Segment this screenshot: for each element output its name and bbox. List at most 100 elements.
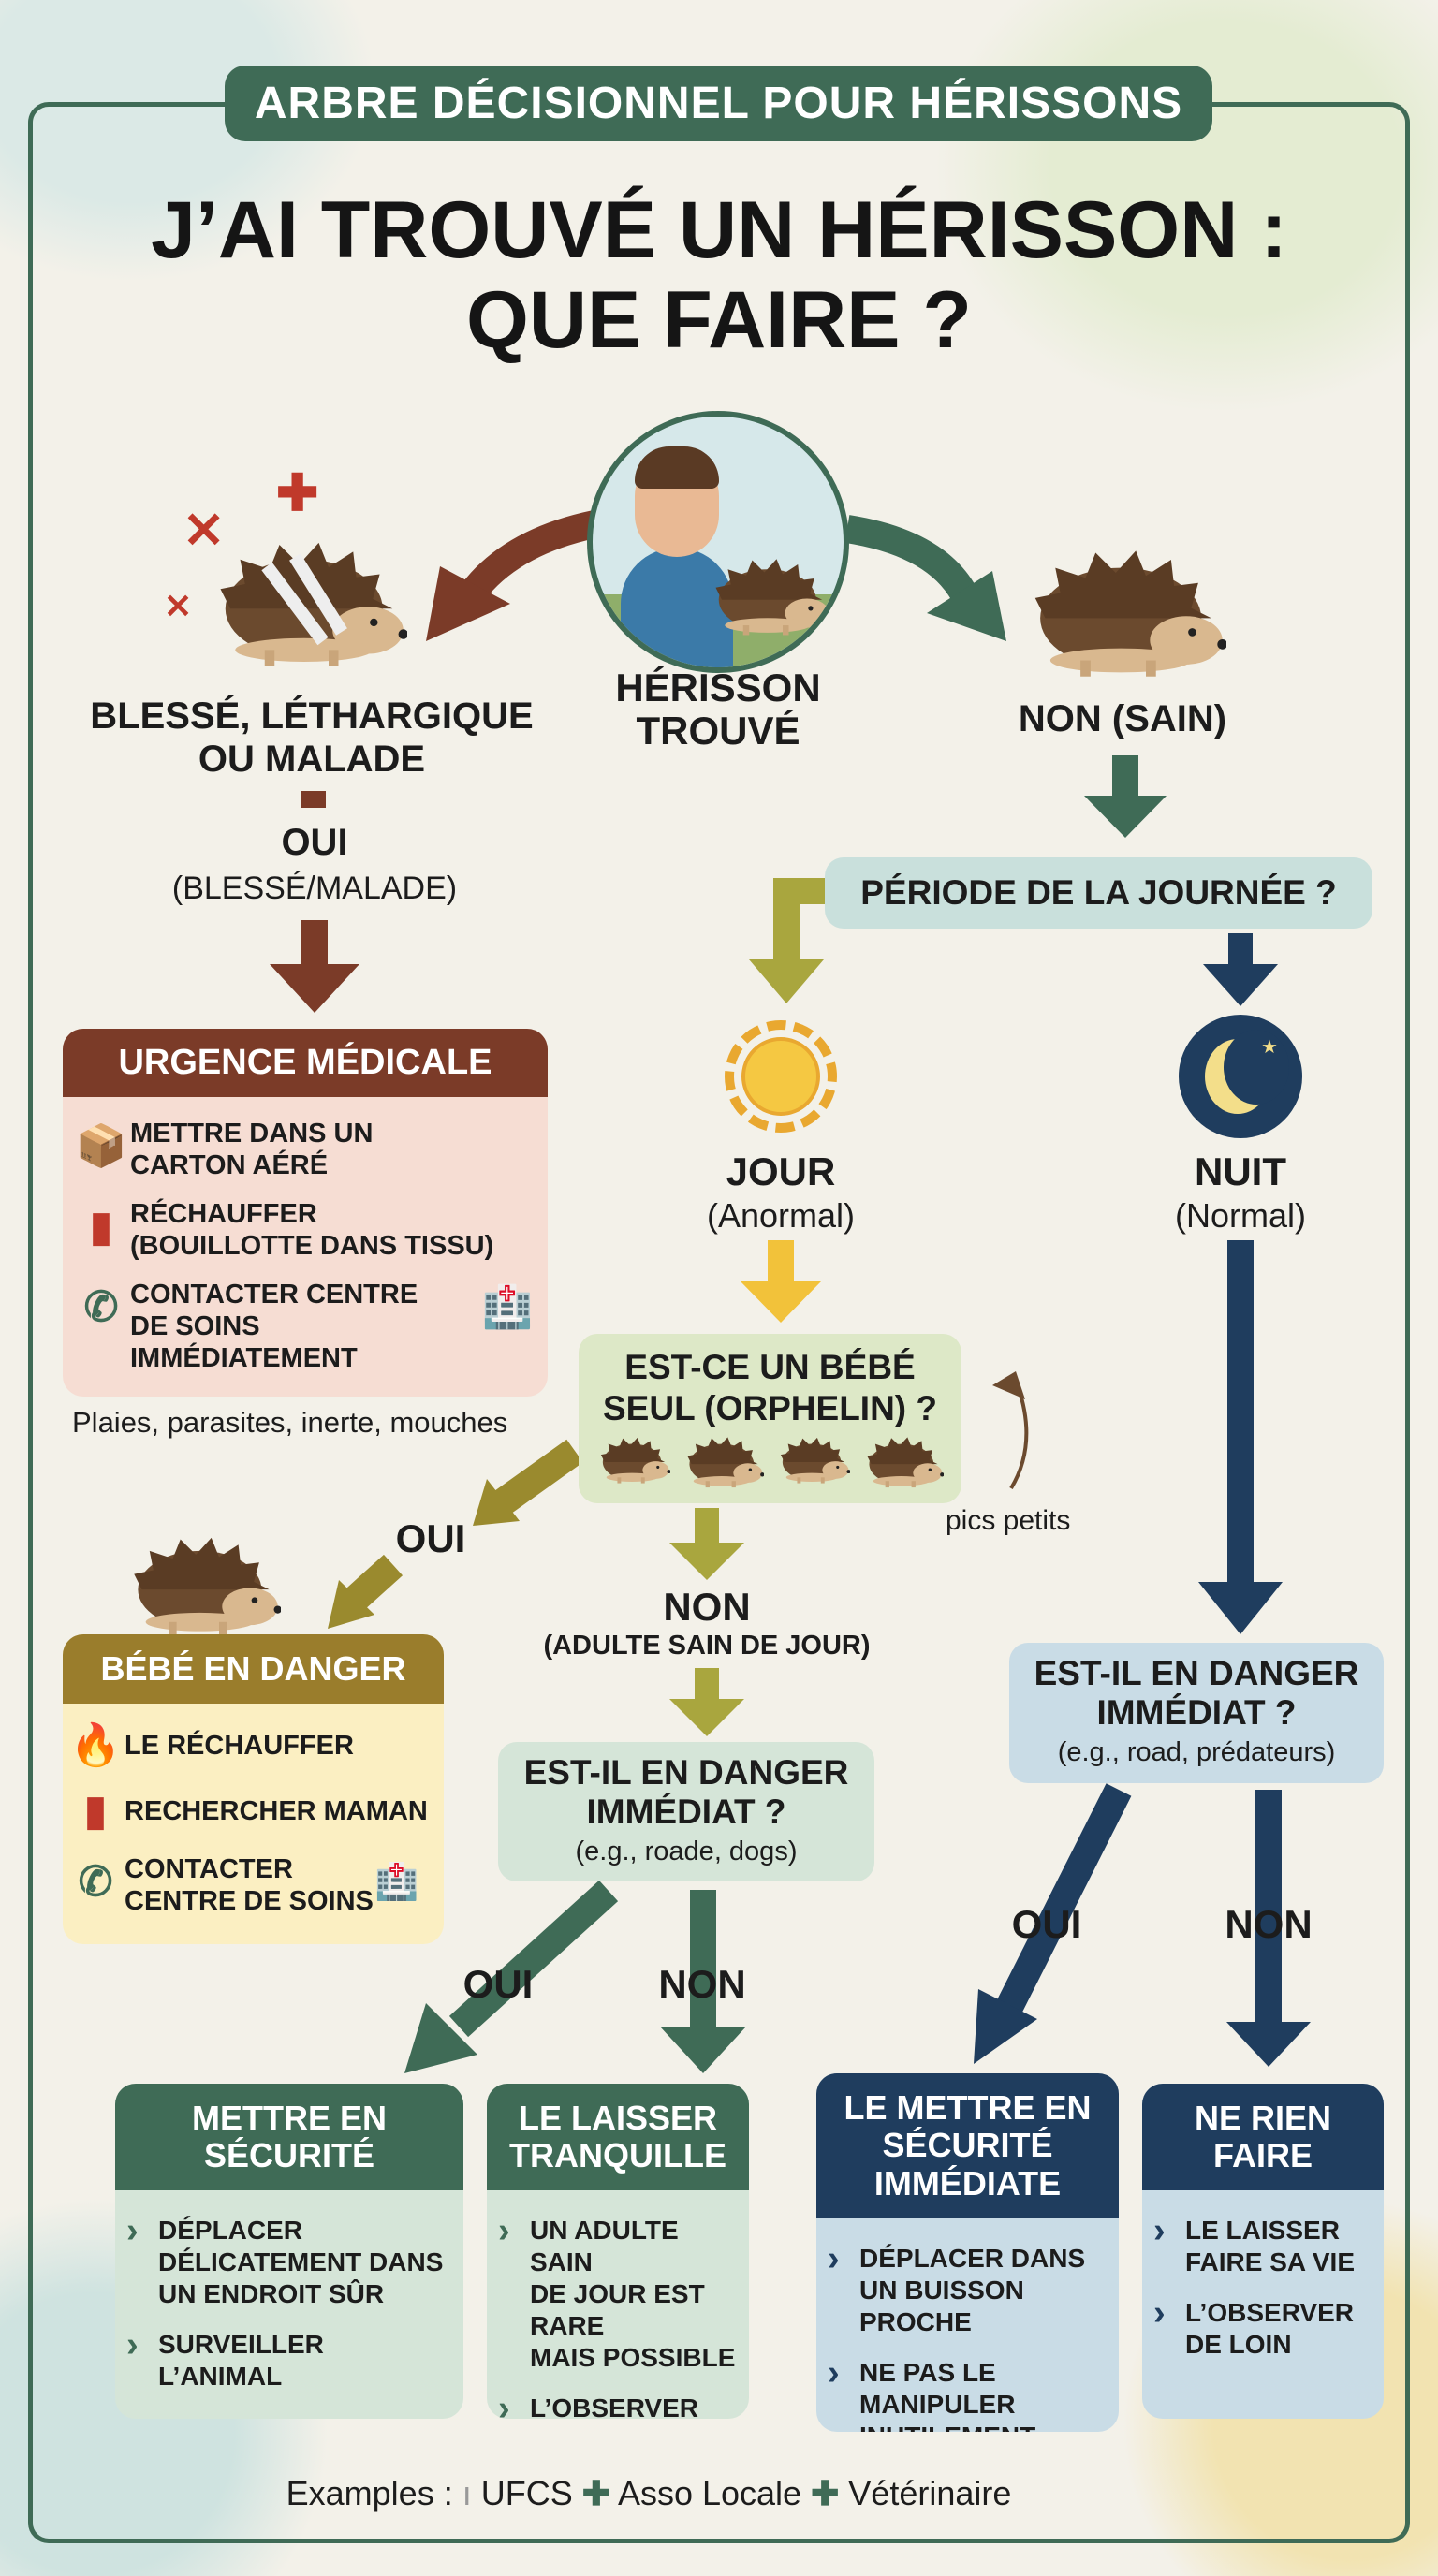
outcome-bullet-line: DÉLICATEMENT DANS [158, 2247, 444, 2276]
arrow-injured [456, 510, 598, 607]
injured-label-line2: OU MALADE [198, 739, 426, 780]
bebe-danger-title: BÉBÉ EN DANGER [63, 1634, 444, 1704]
chevron-right-icon: › [1153, 2293, 1166, 2333]
bebe-danger-box: BÉBÉ EN DANGER 🔥LE RÉCHAUFFER ▮RECHERCHE… [63, 1634, 444, 1944]
hospital-icon: 🏥 [374, 1863, 419, 1902]
pics-petits-note: pics petits [946, 1505, 1071, 1536]
danger-day-line1: EST-IL EN DANGER [523, 1752, 849, 1792]
periode-question-text: PÉRIODE DE LA JOURNÉE ? [860, 873, 1337, 912]
chevron-right-icon: › [1153, 2211, 1166, 2250]
outcome-bullet-line: L’OBSERVER [1185, 2298, 1354, 2327]
page-title-line2: QUE FAIRE ? [466, 275, 972, 365]
danger-night-yes: OUI [1011, 1902, 1082, 1946]
outcome-title-line: TRANQUILLE [509, 2136, 726, 2174]
bebe-item-3-line1: CONTACTER [125, 1854, 293, 1884]
nuit-label: NUIT [1195, 1149, 1286, 1193]
outcome-bullet-line: PROCHE [859, 2307, 972, 2336]
hot-water-bottle-icon: ▮ [83, 1788, 108, 1834]
danger-night-sub: (e.g., road, prédateurs) [1057, 1737, 1336, 1767]
arrow-head [927, 571, 1006, 641]
outcome-bullet-line: UN BUISSON [859, 2276, 1024, 2305]
red-cross-icon: ✕✚✕ [164, 465, 319, 625]
footer-item-veterinaire: Vétérinaire [848, 2474, 1012, 2512]
injured-yes: OUI [281, 822, 348, 863]
outcome-bullet: ›NE PAS LEMANIPULERINUTILEMENT [828, 2353, 1111, 2432]
outcome-title-line: LE LAISSER [518, 2098, 718, 2137]
bebe-yes: OUI [395, 1516, 466, 1560]
footer-item-asso: Asso Locale [617, 2474, 802, 2512]
urgence-item-3-line1: CONTACTER CENTRE [130, 1280, 418, 1310]
healthy-label: NON (SAIN) [1018, 698, 1227, 739]
outcome-bullet-line: MANIPULER [859, 2390, 1016, 2419]
outcome-bullet: › L’OBSERVER DE LOIN [1153, 2293, 1376, 2361]
outcome-bullet-line: NE PAS LE [859, 2358, 996, 2387]
hot-water-bottle-icon: ▮ [89, 1204, 113, 1250]
outcome-bullet-line: L’ANIMAL [158, 2362, 283, 2391]
healthy-hedgehog-icon [1025, 548, 1226, 679]
bebe-item-1: LE RÉCHAUFFER [125, 1731, 354, 1761]
box-icon: 📦 [75, 1123, 127, 1169]
danger-day-no: NON [658, 1962, 746, 2006]
baby-hedgehog-icon [126, 1535, 281, 1636]
urgence-item-2-line2: (BOUILLOTTE DANS TISSU) [130, 1231, 494, 1261]
outcome-bullet-line: LE LAISSER [1185, 2216, 1340, 2245]
outcome-bullet-line: DÉPLACER DANS [859, 2244, 1086, 2273]
bebe-item-2: RECHERCHER MAMAN [125, 1796, 428, 1826]
urgence-item-1-line1: METTRE DANS UN [130, 1119, 374, 1149]
bebe-question-line2: SEUL (ORPHELIN) ? [603, 1389, 937, 1427]
outcome-bullet-line: UN ADULTE SAIN [530, 2216, 679, 2276]
sun-icon [701, 997, 860, 1156]
outcome-bullet-line: DE JOUR EST RARE [530, 2279, 705, 2340]
bebe-no: NON [663, 1585, 751, 1629]
chevron-right-icon: › [828, 2239, 840, 2278]
arrow-healthy [844, 515, 977, 602]
chevron-right-icon: › [498, 2389, 510, 2419]
periode-question: PÉRIODE DE LA JOURNÉE ? [825, 857, 1372, 929]
hospital-icon: 🏥 [481, 1284, 534, 1330]
plus-icon: ✚ [811, 2474, 840, 2512]
injured-label-line1: BLESSÉ, LÉTHARGIQUE [90, 695, 534, 737]
urgence-item-1-line2: CARTON AÉRÉ [130, 1150, 329, 1180]
nuit-sub: (Normal) [1175, 1196, 1306, 1235]
danger-night-line2: IMMÉDIAT ? [1096, 1693, 1297, 1732]
outcome-title-line: SÉCURITÉ [203, 2136, 375, 2174]
outcome-title-line: IMMÉDIATE [873, 2163, 1062, 2203]
outcome-title-line: SÉCURITÉ [882, 2126, 1053, 2165]
moon-icon: ★ [1179, 1015, 1302, 1138]
injured-yes-sub: (BLESSÉ/MALADE) [171, 871, 458, 906]
footer: Examples : ı UFCS ✚ Asso Locale ✚ Vétéri… [286, 2474, 1012, 2512]
bebe-question: EST-CE UN BÉBÉ SEUL (ORPHELIN) ? [579, 1334, 961, 1503]
page-title-line1: J’AI TROUVÉ UN HÉRISSON : [151, 185, 1287, 275]
footer-prefix: Examples : [286, 2474, 453, 2512]
jour-sub: (Anormal) [706, 1196, 856, 1235]
bebe-no-sub: (ADULTE SAIN DE JOUR) [543, 1631, 871, 1661]
bebe-item-3-line2: CENTRE DE SOINS [125, 1886, 374, 1916]
plus-icon: ✚ [581, 2474, 610, 2512]
urgence-note: Plaies, parasites, inerte, mouches [72, 1406, 508, 1439]
banner: ARBRE DÉCISIONNEL POUR HÉRISSONS [225, 66, 1212, 141]
jour-label: JOUR [726, 1149, 836, 1193]
outcome-bullet-line: FAIRE SA VIE [1185, 2247, 1356, 2276]
outcome-bullet-line: UN ENDROIT SÛR [158, 2279, 385, 2308]
chevron-right-icon: › [126, 2325, 139, 2364]
outcome-title-line: LE METTRE EN [844, 2088, 1092, 2128]
outcome-bullet-line: DE LOIN [1185, 2330, 1292, 2359]
chevron-right-icon: › [828, 2353, 840, 2393]
outcome-title-line: METTRE EN [191, 2098, 387, 2137]
phone-icon: ✆ [83, 1284, 119, 1330]
outcome-bullet-line: DÉPLACER [158, 2216, 303, 2245]
chevron-right-icon: › [126, 2211, 139, 2250]
start-label: HÉRISSON TROUVÉ [615, 666, 821, 753]
danger-night-question: EST-IL EN DANGER IMMÉDIAT ? (e.g., road,… [1009, 1643, 1384, 1783]
